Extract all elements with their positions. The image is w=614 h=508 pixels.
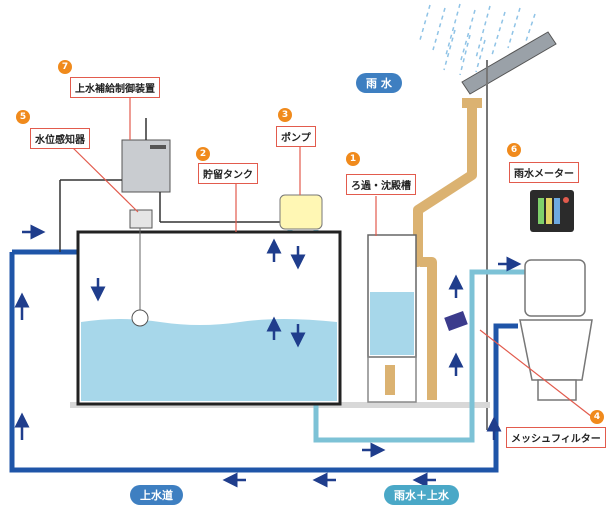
- callout-storage-tank: 2: [196, 147, 214, 161]
- callout-label: ポンプ: [276, 126, 316, 147]
- callout-label: 雨水メーター: [509, 162, 579, 183]
- sensor-box: [129, 209, 153, 229]
- city-water-tag: 上水道: [130, 485, 183, 505]
- filtration-stand: [367, 356, 417, 403]
- callout-mesh-filter: 4: [590, 410, 608, 424]
- callout-pump: 3: [278, 108, 296, 122]
- filtration-water: [370, 292, 414, 355]
- callout-number: 4: [590, 410, 604, 424]
- callout-controller: 7: [58, 60, 76, 74]
- callout-number: 1: [346, 152, 360, 166]
- callout-level-sensor-label: 水位感知器: [30, 128, 90, 149]
- callout-controller-label: 上水補給制御装置: [70, 77, 160, 98]
- callout-number: 5: [16, 110, 30, 124]
- callout-level-sensor: 5: [16, 110, 34, 124]
- float-ball: [131, 309, 149, 327]
- gutter-cap: [462, 98, 482, 108]
- callout-number: 6: [507, 143, 521, 157]
- callout-rain-meter: 6: [507, 143, 525, 157]
- callout-filter-tank: 1: [346, 152, 364, 166]
- callout-label: 貯留タンク: [198, 163, 258, 184]
- rain-streaks: [419, 3, 536, 76]
- callout-number: 7: [58, 60, 72, 74]
- leader-lines: [69, 90, 597, 421]
- roof: [461, 31, 557, 95]
- pump-box: [279, 194, 323, 230]
- flow-arrows: [14, 224, 522, 488]
- mesh-filter: [444, 311, 468, 331]
- callout-rain-meter-label: 雨水メーター: [509, 162, 579, 183]
- mixed-water-tag: 雨水＋上水: [384, 485, 459, 505]
- rain-tag: 雨 水: [356, 73, 402, 93]
- toilet: [519, 259, 593, 401]
- callout-mesh-filter-label: メッシュフィルター: [506, 427, 606, 448]
- callout-number: 3: [278, 108, 292, 122]
- callout-label: 水位感知器: [30, 128, 90, 149]
- callout-label: ろ過・沈殿槽: [346, 174, 416, 195]
- callout-filter-tank-label: ろ過・沈殿槽: [346, 174, 416, 195]
- callout-label: 上水補給制御装置: [70, 77, 160, 98]
- callout-label: メッシュフィルター: [506, 427, 606, 448]
- callout-pump-label: ポンプ: [276, 126, 316, 147]
- callout-number: 2: [196, 147, 210, 161]
- callout-storage-tank-label: 貯留タンク: [198, 163, 258, 184]
